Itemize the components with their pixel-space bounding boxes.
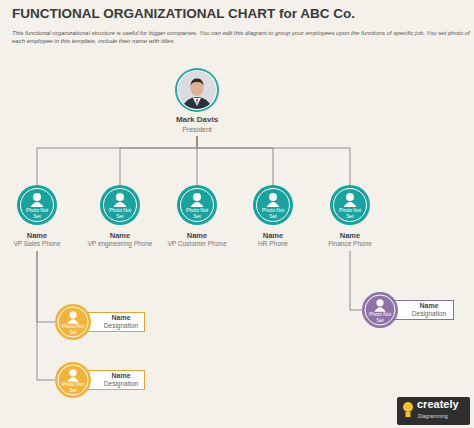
reporting-line xyxy=(37,136,197,185)
vp-text: NameVP Customer Phone xyxy=(156,231,238,248)
reporting-line xyxy=(350,251,362,310)
name-box: NameDesignation xyxy=(392,300,454,320)
person-name: Name xyxy=(0,231,78,240)
job-title: VP engineering Phone xyxy=(79,240,161,248)
reporting-line xyxy=(120,136,197,185)
vp-text: NameVP engineering Phone xyxy=(79,231,161,248)
photo-circle: Photo Not Set xyxy=(253,185,293,225)
photo-caption: Photo Not Set xyxy=(368,311,392,323)
watermark-brand: creately xyxy=(417,398,459,410)
job-title: Designation xyxy=(98,322,144,330)
photo-placeholder xyxy=(17,185,57,225)
photo-placeholder xyxy=(177,185,217,225)
person-name: Mark Davis xyxy=(137,115,257,125)
photo-circle: Photo Not Set xyxy=(177,185,217,225)
photo-circle: Photo Not Set xyxy=(330,185,370,225)
person-name: Name xyxy=(98,314,144,322)
logo-bulb-base xyxy=(406,412,411,417)
person-name: Name xyxy=(309,231,391,240)
president-photo xyxy=(175,68,219,112)
vp-node: Photo Not SetNameVP Customer Phone xyxy=(160,185,234,251)
reporting-line xyxy=(197,136,350,185)
staff-node: NameDesignationPhoto Not Set xyxy=(55,362,147,398)
photo-circle: Photo Not Set xyxy=(362,292,398,328)
person-name: Name xyxy=(156,231,238,240)
vp-node: Photo Not SetNameHR Phone xyxy=(236,185,310,251)
logo-box xyxy=(397,397,470,425)
photo-caption: Photo Not Set xyxy=(25,207,49,219)
photo-caption: Photo Not Set xyxy=(108,207,132,219)
job-title: HR Phone xyxy=(232,240,314,248)
person-name: Name xyxy=(98,372,144,380)
job-title: Finance Phone xyxy=(309,240,391,248)
job-title: Designation xyxy=(98,380,144,388)
job-title: Designation xyxy=(405,310,453,318)
photo-portrait xyxy=(175,68,219,112)
chart-title: FUNCTIONAL ORGANIZATIONAL CHART for ABC … xyxy=(12,6,355,21)
photo-placeholder xyxy=(253,185,293,225)
president-text: Mark DavisPresident xyxy=(137,115,257,134)
photo-circle: Photo Not Set xyxy=(17,185,57,225)
vp-node: Photo Not SetNameVP Sales Phone xyxy=(0,185,74,251)
job-title: President xyxy=(137,125,257,134)
photo-caption: Photo Not Set xyxy=(61,323,85,335)
staff-node: NameDesignationPhoto Not Set xyxy=(55,304,147,340)
reporting-line xyxy=(37,251,55,322)
person-name: Name xyxy=(232,231,314,240)
vp-text: NameHR Phone xyxy=(232,231,314,248)
vp-node: Photo Not SetNameVP engineering Phone xyxy=(83,185,157,251)
name-box: NameDesignation xyxy=(85,370,145,390)
watermark-sub: Diagramming xyxy=(418,413,448,419)
photo-caption: Photo Not Set xyxy=(261,207,285,219)
job-title: VP Customer Phone xyxy=(156,240,238,248)
photo-caption: Photo Not Set xyxy=(338,207,362,219)
reporting-line xyxy=(37,251,55,380)
president-node: Mark DavisPresident xyxy=(157,68,237,136)
photo-circle: Photo Not Set xyxy=(55,362,91,398)
photo-caption: Photo Not Set xyxy=(185,207,209,219)
person-name: Name xyxy=(79,231,161,240)
vp-text: NameVP Sales Phone xyxy=(0,231,78,248)
photo-placeholder xyxy=(100,185,140,225)
name-box: NameDesignation xyxy=(85,312,145,332)
staff-node: NameDesignationPhoto Not Set xyxy=(362,292,456,328)
vp-text: NameFinance Phone xyxy=(309,231,391,248)
description-note: This functional organizational structure… xyxy=(12,30,470,45)
vp-node: Photo Not SetNameFinance Phone xyxy=(313,185,387,251)
photo-circle: Photo Not Set xyxy=(100,185,140,225)
person-name: Name xyxy=(405,302,453,310)
job-title: VP Sales Phone xyxy=(0,240,78,248)
logo-bulb xyxy=(403,402,413,412)
photo-caption: Photo Not Set xyxy=(61,381,85,393)
photo-circle: Photo Not Set xyxy=(55,304,91,340)
photo-placeholder xyxy=(330,185,370,225)
reporting-line xyxy=(197,136,273,185)
